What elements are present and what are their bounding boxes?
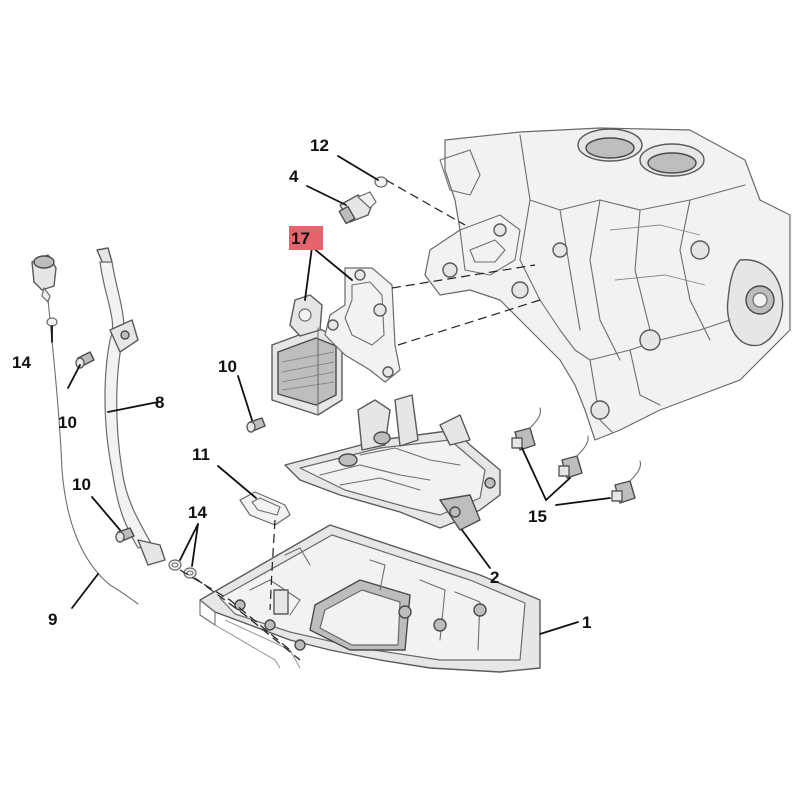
oil-cooler <box>271 294 343 416</box>
piston-cooling-jet-3 <box>611 460 642 504</box>
leader-lines <box>51 155 611 635</box>
piston-cooling-jet-1 <box>511 407 542 451</box>
bolt-10-middle <box>246 417 266 433</box>
callout-11: 11 <box>192 445 210 464</box>
dipstick-tube <box>96 247 166 566</box>
bolt-10-upper <box>75 351 95 369</box>
engine-block <box>424 127 791 441</box>
dipstick <box>31 254 139 605</box>
bolt-10-lower <box>115 527 135 543</box>
callout-2: 2 <box>490 568 499 587</box>
callout-9: 9 <box>48 610 57 629</box>
oil-pan <box>199 524 541 673</box>
callout-4: 4 <box>289 167 299 186</box>
oil-pressure-sensor <box>338 191 377 225</box>
piston-cooling-jet-2 <box>558 435 589 479</box>
callout-17: 17 <box>291 229 310 248</box>
alignment-lines <box>179 179 541 661</box>
callout-10-middle: 10 <box>218 357 237 376</box>
o-rings-14 <box>168 559 197 579</box>
callout-12: 12 <box>310 136 329 155</box>
dipstick-o-ring <box>46 317 58 327</box>
callout-17-highlight <box>289 226 323 250</box>
callout-10-upper: 10 <box>58 413 77 432</box>
callout-1: 1 <box>582 613 591 632</box>
oil-baffle-tray <box>284 394 501 531</box>
callout-15: 15 <box>528 507 547 526</box>
oil-cooler-gasket <box>324 267 401 383</box>
callout-14-lower: 14 <box>188 503 207 522</box>
callout-8: 8 <box>155 393 164 412</box>
oil-pickup-gasket <box>239 491 291 526</box>
callout-10-lower: 10 <box>72 475 91 494</box>
callout-14-left: 14 <box>12 353 31 372</box>
